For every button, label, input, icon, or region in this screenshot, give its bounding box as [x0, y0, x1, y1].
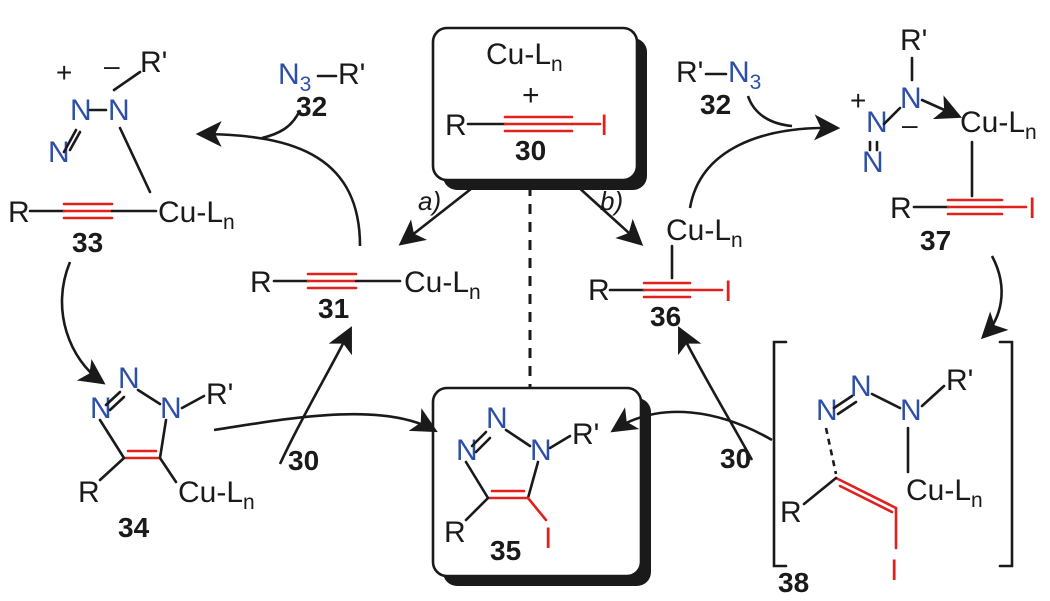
reactant-box-30: Cu-Ln + R I 30	[431, 26, 647, 190]
step-a-arrow: a)	[398, 183, 478, 246]
svg-text:R: R	[78, 476, 100, 509]
svg-text:N: N	[862, 146, 884, 179]
compound-label-38: 38	[778, 567, 809, 598]
svg-text:+: +	[850, 85, 866, 116]
svg-text:N: N	[866, 106, 888, 139]
svg-text:I: I	[724, 275, 732, 308]
svg-text:N: N	[70, 94, 92, 127]
svg-text:R: R	[8, 196, 30, 229]
compound-38: N N N R' Cu-Ln R I 38	[772, 340, 1014, 598]
compound-36: Cu-Ln R I 36	[588, 214, 743, 332]
svg-text:R': R'	[946, 364, 973, 397]
compound-label-31: 31	[318, 293, 349, 324]
compound-label-37: 37	[920, 225, 951, 256]
svg-text:R: R	[890, 192, 912, 225]
plus-sign: +	[522, 79, 540, 112]
svg-text:R: R	[444, 516, 466, 549]
left-cycle-arrows: 30	[60, 109, 438, 476]
svg-text:R': R'	[206, 378, 233, 411]
compound-label-36: 36	[650, 301, 681, 332]
svg-text:Cu-Ln: Cu-Ln	[158, 196, 235, 234]
r-group: R	[445, 109, 467, 142]
svg-text:N: N	[456, 434, 478, 467]
svg-text:N: N	[90, 392, 112, 425]
step-a-label: a)	[418, 186, 441, 216]
compound-label-32-right: 32	[700, 89, 731, 120]
svg-text:R: R	[250, 266, 272, 299]
svg-text:N: N	[108, 94, 130, 127]
svg-text:R: R	[588, 274, 610, 307]
right-cycle-arrows: 30	[610, 95, 1009, 474]
svg-text:Cu-Ln: Cu-Ln	[666, 214, 743, 252]
svg-text:R': R'	[140, 46, 167, 79]
reagent-30-left: 30	[288, 445, 319, 476]
svg-text:Cu-Ln: Cu-Ln	[906, 474, 983, 512]
svg-text:R: R	[780, 496, 802, 529]
svg-text:I: I	[544, 522, 552, 555]
svg-text:R': R'	[676, 56, 703, 89]
azide-32-right: R' N3 32	[676, 56, 761, 120]
svg-text:N3: N3	[728, 56, 761, 94]
svg-text:N: N	[118, 362, 140, 395]
svg-text:R': R'	[900, 24, 927, 57]
compound-33: + – R' N N N R Cu-Ln 33	[8, 46, 235, 258]
svg-text:R': R'	[572, 418, 599, 451]
iodine-atom: I	[600, 109, 608, 142]
compound-label-30: 30	[515, 135, 546, 166]
svg-text:Cu-Ln: Cu-Ln	[404, 266, 481, 304]
svg-text:N3: N3	[278, 58, 311, 96]
svg-text:N: N	[816, 394, 838, 427]
compound-label-33: 33	[72, 227, 103, 258]
compound-31: R Cu-Ln 31	[250, 266, 481, 324]
svg-text:–: –	[902, 109, 918, 140]
compound-37: R' + N N N – Cu-Ln R I 37	[850, 24, 1037, 256]
step-b-label: b)	[600, 186, 623, 216]
svg-text:N: N	[48, 136, 70, 169]
svg-text:N: N	[160, 392, 182, 425]
svg-text:N: N	[486, 402, 508, 435]
svg-text:Cu-Ln: Cu-Ln	[960, 106, 1037, 144]
svg-text:–: –	[104, 50, 120, 81]
step-b-arrow: b)	[574, 183, 644, 246]
compound-label-32-left: 32	[296, 91, 327, 122]
svg-text:N: N	[530, 434, 552, 467]
compound-34: N N N R' R Cu-Ln 34	[78, 362, 255, 543]
svg-text:I: I	[890, 554, 898, 587]
cu-ligand-label: Cu-Ln	[486, 38, 563, 76]
svg-text:I: I	[1028, 192, 1036, 225]
reagent-30-right: 30	[720, 443, 751, 474]
azide-32-left: N3 R' 32	[278, 58, 365, 122]
product-box-35: N N N R' R I 35	[431, 386, 651, 586]
svg-text:+: +	[56, 57, 72, 88]
compound-label-35: 35	[490, 535, 521, 566]
compound-label-34: 34	[118, 512, 150, 543]
svg-text:N: N	[850, 370, 872, 403]
svg-text:Cu-Ln: Cu-Ln	[178, 476, 255, 514]
svg-text:R': R'	[338, 58, 365, 91]
svg-text:N: N	[900, 394, 922, 427]
svg-text:N: N	[900, 82, 922, 115]
